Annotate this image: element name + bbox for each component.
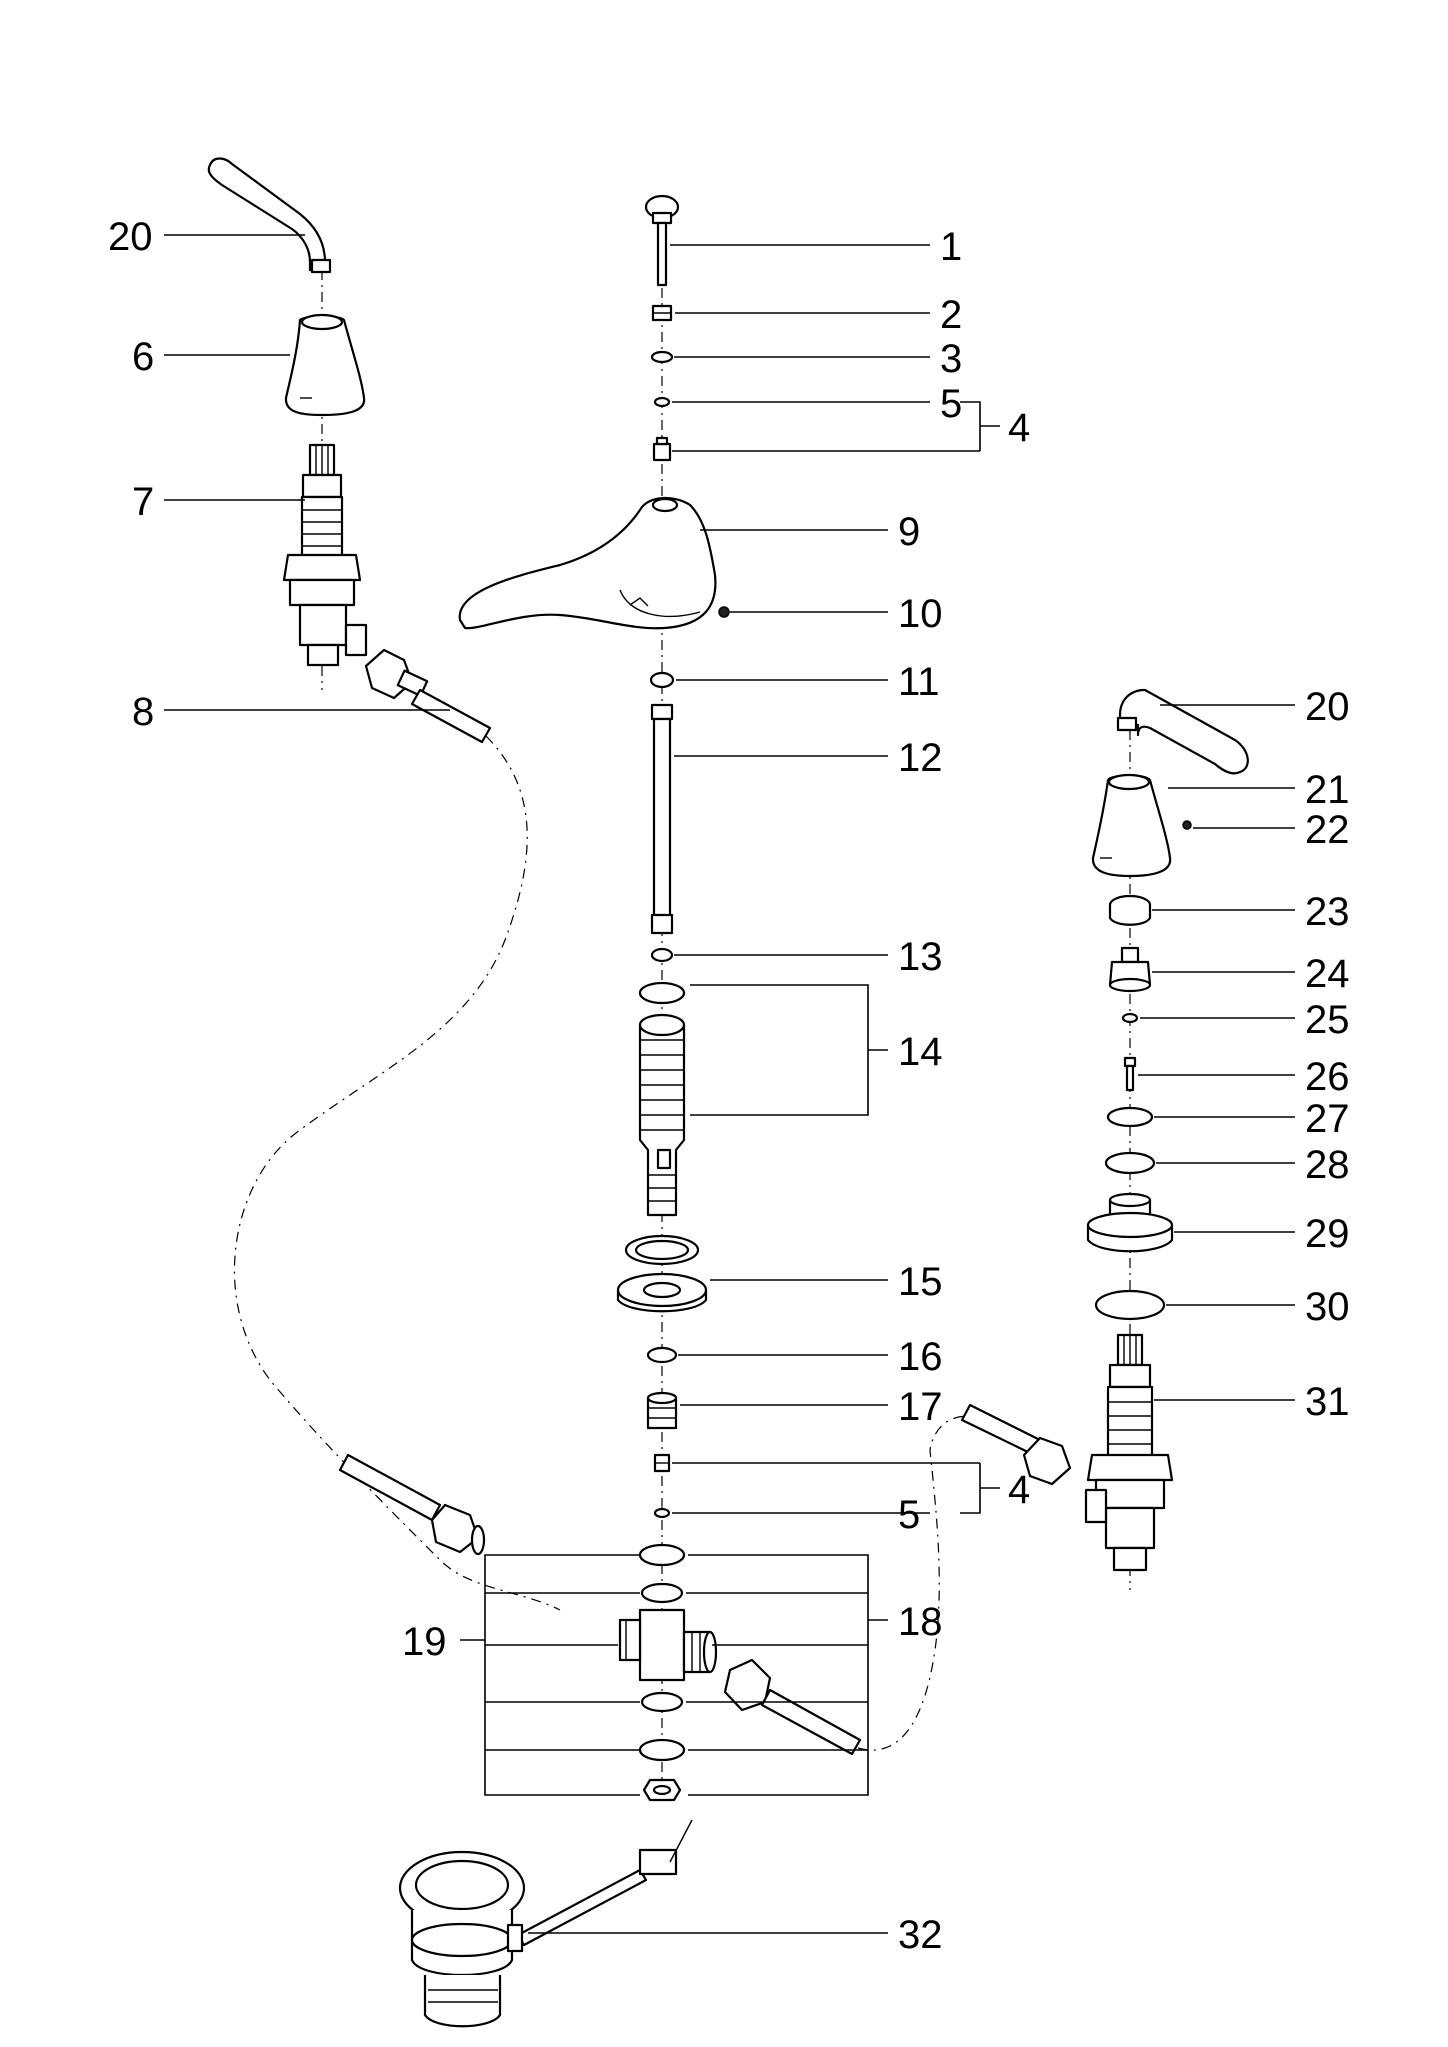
callout-23: 23 (1305, 890, 1350, 934)
hose-left-dashed-run (233, 735, 561, 1611)
callout-13: 13 (898, 935, 943, 979)
part-11-o-ring (649, 671, 675, 689)
callout-7: 7 (132, 480, 154, 524)
callout-labels: 1 2 3 5 4 9 10 11 12 13 14 15 16 17 4 5 … (108, 215, 1350, 1957)
part-14-threaded-shank (638, 981, 686, 1217)
part-4-guide-upper (652, 436, 672, 462)
callout-28: 28 (1305, 1143, 1350, 1187)
callout-30: 30 (1305, 1285, 1350, 1329)
callout-24: 24 (1305, 952, 1350, 996)
part-8-hose-center-right (723, 1658, 862, 1756)
part-1-pop-up-rod (644, 194, 680, 287)
callout-12: 12 (898, 736, 943, 780)
part-15-flange-and-gasket (616, 1234, 708, 1313)
callout-21: 21 (1305, 768, 1350, 812)
hose-right-dashed-run (857, 1415, 986, 1751)
part-17-nut (646, 1391, 678, 1430)
part-20-lever-right (1116, 688, 1249, 775)
part-27-washer (1106, 1106, 1154, 1128)
part-26-screw (1123, 1056, 1137, 1092)
leader-lines (164, 234, 1295, 1934)
part-10-set-screw (718, 606, 730, 618)
callout-10: 10 (898, 592, 943, 636)
part-29-flange (1086, 1192, 1174, 1253)
part-31-valve-body-right (1084, 1333, 1174, 1572)
part-25-washer (1121, 1012, 1139, 1024)
callout-11: 11 (898, 660, 940, 704)
part-5-o-ring-lower (653, 1507, 671, 1519)
part-2-nut (651, 304, 673, 322)
part-5-o-ring-upper (653, 396, 671, 408)
part-3-washer (650, 350, 674, 364)
part-4-guide-lower (653, 1453, 671, 1473)
callout-20-right: 20 (1305, 685, 1350, 729)
part-24-spindle-head (1108, 946, 1152, 993)
callout-18: 18 (898, 1600, 943, 1644)
part-13-o-ring (650, 947, 674, 963)
callout-16: 16 (898, 1335, 943, 1379)
callout-15: 15 (898, 1260, 943, 1304)
callout-3: 3 (940, 337, 962, 381)
callout-17: 17 (898, 1385, 943, 1429)
callout-2: 2 (940, 293, 962, 337)
part-19-tee-fitting (618, 1608, 718, 1682)
callout-27: 27 (1305, 1097, 1350, 1141)
part-16-o-ring (646, 1346, 678, 1364)
part-19-lock-nut (642, 1778, 682, 1802)
callout-22: 22 (1305, 808, 1350, 852)
part-32-waste-drain (398, 1819, 693, 2028)
callout-5-upper: 5 (940, 382, 962, 426)
callout-20-left: 20 (108, 215, 153, 259)
part-7-valve-body-left (282, 443, 368, 667)
part-22-set-screw (1182, 820, 1192, 830)
part-8-hose-left-top (364, 648, 492, 744)
part-8-hose-left-bottom (338, 1453, 486, 1556)
callout-19: 19 (402, 1620, 447, 1664)
part-6-handle-cap-left (284, 313, 366, 417)
callout-4-upper: 4 (1008, 406, 1030, 450)
callout-25: 25 (1305, 998, 1350, 1042)
callout-26: 26 (1305, 1055, 1350, 1099)
callout-14: 14 (898, 1030, 943, 1074)
part-23-adapter-ring (1108, 894, 1152, 926)
callout-32: 32 (898, 1913, 943, 1957)
part-8-hose-right-top (960, 1403, 1072, 1486)
callout-5-lower: 5 (898, 1493, 920, 1537)
callout-6: 6 (132, 335, 154, 379)
callout-29: 29 (1305, 1212, 1350, 1256)
callout-8: 8 (132, 690, 154, 734)
part-20-lever-left (207, 157, 332, 274)
part-21-handle-cap-right (1091, 773, 1172, 878)
part-30-o-ring (1094, 1289, 1166, 1321)
part-28-circlip (1104, 1151, 1156, 1175)
callout-1: 1 (940, 225, 962, 269)
callout-4-lower: 4 (1008, 1468, 1030, 1512)
part-9-spout (458, 497, 717, 630)
callout-31: 31 (1305, 1380, 1350, 1424)
callout-9: 9 (898, 510, 920, 554)
part-12-lift-rod (650, 703, 674, 935)
